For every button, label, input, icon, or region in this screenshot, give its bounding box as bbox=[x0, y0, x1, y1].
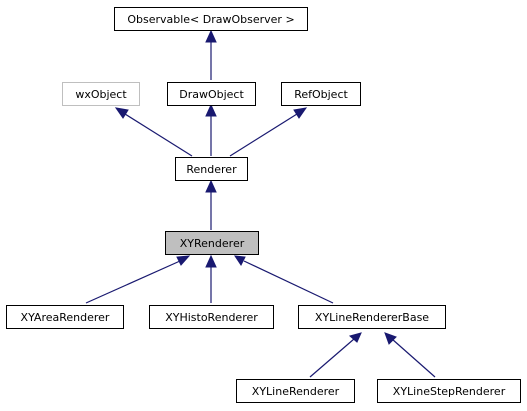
edge-renderer-refobject bbox=[229, 113, 298, 157]
arrowhead-drawobject bbox=[205, 103, 217, 117]
node-xyrenderer[interactable]: XYRenderer bbox=[165, 231, 259, 255]
node-xyarearenderer[interactable]: XYAreaRenderer bbox=[6, 305, 124, 329]
arrowhead-refobject bbox=[293, 107, 308, 119]
arrowhead-base-right bbox=[384, 332, 397, 345]
edge-xylinerenderer-base bbox=[309, 338, 355, 378]
arrowhead-observable bbox=[205, 29, 217, 43]
edge-xyarearenderer-xyrenderer bbox=[85, 260, 181, 304]
edge-xylinesteprenderer-base bbox=[391, 338, 436, 378]
edge-xylinerendererbase-xyrenderer bbox=[243, 260, 334, 304]
node-refobject[interactable]: RefObject bbox=[281, 82, 361, 106]
arrowhead-xyrenderer-left bbox=[176, 255, 191, 266]
node-observable[interactable]: Observable< DrawObserver > bbox=[114, 7, 308, 31]
node-xyhistorenderer[interactable]: XYHistoRenderer bbox=[149, 305, 274, 329]
arrowhead-xyrenderer-right bbox=[233, 255, 246, 266]
arrowhead-wxobject bbox=[114, 107, 129, 119]
node-xylinerendererbase[interactable]: XYLineRendererBase bbox=[298, 305, 446, 329]
node-drawobject[interactable]: DrawObject bbox=[167, 82, 256, 106]
node-xylinesteprenderer[interactable]: XYLineStepRenderer bbox=[377, 379, 521, 403]
edge-renderer-wxobject bbox=[124, 113, 193, 157]
node-xylinerenderer[interactable]: XYLineRenderer bbox=[236, 379, 355, 403]
arrowhead-renderer bbox=[205, 179, 217, 193]
arrowhead-base-left bbox=[348, 332, 362, 343]
node-wxobject[interactable]: wxObject bbox=[62, 82, 140, 106]
arrowhead-xyrenderer-center bbox=[205, 254, 217, 268]
node-renderer[interactable]: Renderer bbox=[175, 157, 248, 181]
